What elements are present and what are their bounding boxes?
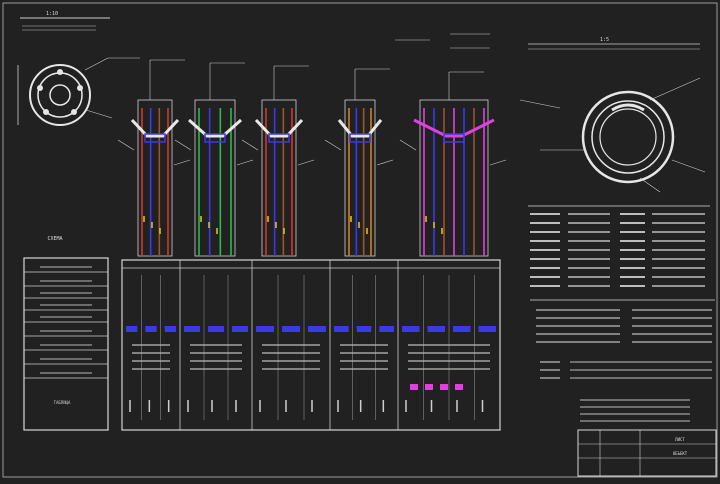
wellhead-fitting	[254, 118, 304, 138]
table-blue-cell	[356, 326, 372, 332]
main-schedule-table	[121, 259, 501, 431]
wellhead-fitting	[337, 119, 383, 138]
inner-ring	[599, 108, 657, 166]
well-column-w4	[324, 68, 394, 257]
left-table-caption: СХЕМА	[47, 236, 62, 242]
table-blue-cell	[427, 326, 445, 332]
leader-line	[376, 159, 394, 166]
table-blue-cell	[145, 326, 157, 332]
well-column-w5	[395, 33, 507, 257]
wellhead-flange	[204, 133, 226, 143]
middle-ring	[591, 100, 665, 174]
table-rows	[24, 266, 108, 379]
leader-line	[173, 159, 191, 166]
leader-line	[639, 177, 661, 193]
title-block-border	[577, 429, 717, 477]
left-section-label: 1:10	[46, 11, 58, 17]
pipe-dot	[57, 69, 63, 75]
well-column-w1	[117, 59, 191, 257]
leader-line	[489, 159, 507, 166]
right-cross-section: 1:5	[519, 37, 706, 193]
well-outline	[137, 99, 173, 257]
notes-block	[530, 299, 715, 422]
leader-line	[241, 139, 259, 151]
table-blue-cell	[478, 326, 496, 332]
table-magenta-cell	[410, 384, 418, 390]
well-columns	[117, 33, 507, 257]
title-block-line2: ОБЪЕКТ	[673, 451, 688, 456]
table-blue-cell	[232, 326, 248, 332]
leader-line	[84, 57, 109, 71]
pipe-dot	[71, 109, 77, 115]
table-blue-cell	[308, 326, 326, 332]
table-blue-cell	[208, 326, 224, 332]
left-table-footer: ТАБЛИЦА	[54, 400, 71, 405]
leader-line	[236, 159, 254, 166]
wellhead-fitting	[413, 118, 495, 138]
leader-line	[324, 139, 342, 151]
table-magenta-cell	[455, 384, 463, 390]
table-blue-cell	[282, 326, 300, 332]
leader-line	[519, 99, 561, 109]
table-blue-cell	[402, 326, 420, 332]
leader-line	[399, 139, 417, 151]
main-table-cells	[121, 260, 501, 430]
table-blue-cell	[126, 326, 138, 332]
right-section-label: 1:5	[600, 37, 609, 43]
table-blue-cell	[256, 326, 274, 332]
sheet-frame	[2, 2, 718, 478]
leader-line	[671, 159, 706, 173]
table-blue-cell	[379, 326, 394, 332]
leader-line	[297, 159, 315, 166]
pipe-dot	[37, 85, 43, 91]
well-outline	[261, 99, 297, 257]
wellhead-flange	[144, 133, 166, 143]
pipe-dot	[43, 109, 49, 115]
wellhead-flange	[443, 133, 465, 143]
table-blue-cell	[184, 326, 200, 332]
outer-ring	[581, 90, 675, 184]
well-column-w2	[174, 62, 254, 257]
title-block-line1: ЛИСТ	[675, 437, 685, 442]
table-blue-cell	[334, 326, 349, 332]
outer-ring	[29, 64, 91, 126]
title-block: ЛИСТ ОБЪЕКТ	[577, 429, 717, 477]
wellhead-flange	[349, 133, 371, 143]
leader-line	[117, 139, 135, 151]
well-outline	[194, 99, 236, 257]
left-schedule-table: СХЕМА ТАБЛИЦА	[23, 236, 109, 431]
well-column-w3	[241, 65, 315, 257]
leader-line	[85, 109, 113, 119]
specification-table	[528, 205, 710, 287]
well-outline	[344, 99, 376, 257]
leader-line	[174, 139, 192, 151]
core-ring	[49, 84, 71, 106]
ring-clamp	[611, 103, 645, 112]
table-magenta-cell	[440, 384, 448, 390]
table-magenta-cell	[425, 384, 433, 390]
left-cross-section: 1:10	[17, 11, 140, 126]
table-blue-cell	[164, 326, 176, 332]
leader-line	[649, 77, 701, 101]
pipe-dot	[77, 85, 83, 91]
wellhead-fitting	[130, 118, 180, 138]
table-blue-cell	[453, 326, 471, 332]
wellhead-fitting	[188, 118, 242, 138]
table-border	[23, 257, 109, 431]
wellhead-flange	[268, 133, 290, 143]
